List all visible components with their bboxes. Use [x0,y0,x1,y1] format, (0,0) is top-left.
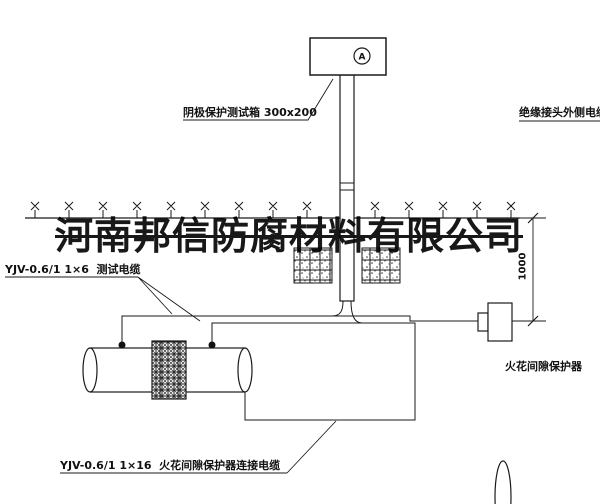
spark-protector-stem [477,312,489,332]
label-spark-gap-protector: 火花间隙保护器 [505,360,582,373]
foundation-block-left [293,247,333,284]
meter-circle-icon [353,47,371,65]
pipe-end-left [82,347,98,393]
post-cable-drop-left [331,300,344,317]
flange-plate-lines [159,341,179,399]
test-box [309,37,387,76]
foundation-block-right [361,247,401,284]
label-test-cable: YJV-0.6/1 1×6 测试电缆 [5,263,141,276]
watermark-text: 河南邦信防腐材料有限公司 [55,213,524,258]
leader-spark-cable-label [60,420,337,474]
weld-point-left [118,341,126,349]
label-spark-cable: YJV-0.6/1 1×16 火花间隙保护器连接电缆 [60,459,281,472]
test-cable-line-1 [121,315,478,342]
insulated-joint-flange [151,340,187,400]
leader-test-cable-label [5,276,201,322]
pipe-end-right [237,347,253,393]
pipe-riser-symbol [494,460,512,504]
label-insulated-joint-cable: 绝缘接头外侧电缆 [519,106,600,119]
post-cable-drop-right [350,300,363,324]
meter-letter: A [359,53,366,63]
test-cable-line-2 [211,322,416,421]
spark-protector-box [487,302,513,342]
post-joint-lines [340,182,354,191]
test-post [339,74,355,302]
ground-hatch-marks [30,201,516,218]
leader-test-box-label [183,78,334,121]
weld-point-right [208,341,216,349]
label-test-box: 阴极保护测试箱 300x200 [183,106,317,119]
dimension-ticks [527,212,539,327]
